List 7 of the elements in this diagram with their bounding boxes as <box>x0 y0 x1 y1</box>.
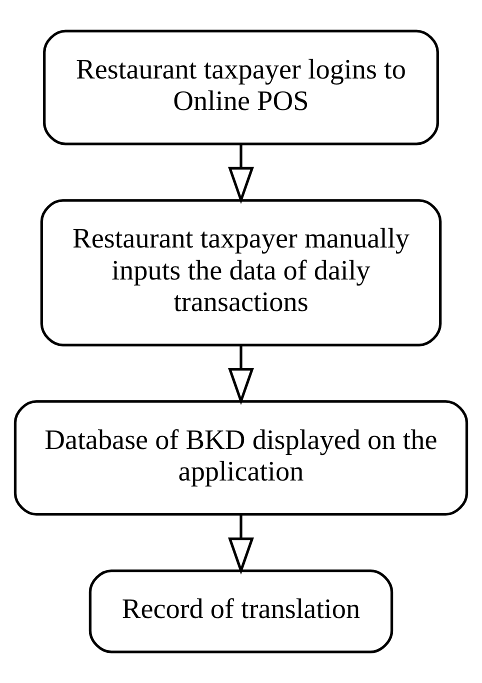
node-box: Database of BKD displayed on the application <box>14 400 468 516</box>
arrow <box>228 144 254 204</box>
arrow <box>228 514 254 575</box>
node-box: Record of translation <box>88 569 394 654</box>
node-box: Restaurant taxpayer logins to Online POS <box>43 30 439 146</box>
arrow <box>228 345 254 406</box>
node-box: Restaurant taxpayer manually inputs the data of daily transactions <box>40 199 442 346</box>
